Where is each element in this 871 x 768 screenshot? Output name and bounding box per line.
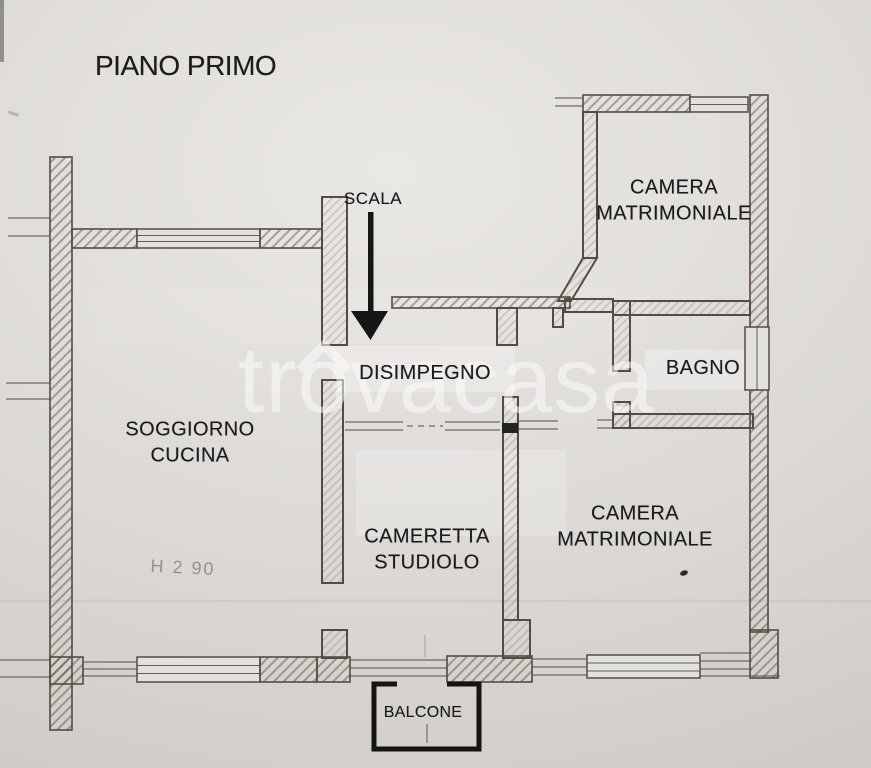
window-camera-bottom [586, 654, 701, 679]
room-label-line: CAMERA [630, 176, 718, 199]
threshold-disimpegno-a [345, 421, 403, 431]
wall-stub-disimpegno-a [496, 307, 518, 346]
room-label-scala: SCALA [343, 189, 403, 209]
wall-stub-left-upper [8, 217, 50, 237]
room-label-line: MATRIMONIALE [557, 528, 713, 550]
wall-pillar-cameretta [502, 619, 531, 659]
walls-exterior [0, 156, 323, 731]
scan-light-patch [356, 450, 566, 536]
room-label-soggiorno-cucina: SOGGIORNO CUCINA [125, 417, 254, 468]
threshold-disimpegno-c [519, 420, 558, 430]
wall-bottom-mid-left [259, 656, 318, 683]
watermark-o-glyph: o [297, 327, 351, 432]
wall-stub-camera-top-left [555, 97, 583, 107]
threshold-bottom-mid [532, 658, 587, 676]
wall-stub-left-bottom [0, 659, 50, 678]
room-label-camera-matrimoniale-top: CAMERA MATRIMONIALE [596, 175, 752, 226]
room-label-bagno: BAGNO [665, 357, 741, 380]
wall-bagno-bottom [612, 413, 754, 429]
wall-bottom-junction-right [749, 629, 779, 679]
wall-bagno-top [612, 300, 751, 316]
room-label-camera-matrimoniale-bottom: CAMERA MATRIMONIALE [557, 501, 713, 552]
threshold-balcony-door [350, 659, 447, 677]
balcony-outline [371, 681, 482, 752]
paper-edge-mark [0, 0, 4, 62]
wall-bagno-left-upper [612, 300, 631, 372]
wall-camera-top-left [582, 111, 598, 259]
arrow-head [351, 311, 388, 340]
stairs-direction-arrow-icon [351, 212, 388, 340]
window-soggiorno-top-mullions [137, 235, 260, 242]
wall-stairwell-left [321, 196, 348, 346]
window-soggiorno-bottom-mullions [137, 665, 260, 674]
room-label-balcone: BALCONE [383, 703, 463, 721]
ceiling-height-note: H 2 90 [150, 555, 217, 580]
wall-pillar-bottom-left [321, 629, 348, 659]
door-marker-square [502, 423, 518, 433]
walls-hall-bagno [391, 296, 754, 429]
walls-partitions [321, 196, 531, 659]
room-label-line: SOGGIORNO [125, 418, 255, 441]
wall-bottom-pillar-base [316, 656, 351, 683]
thresholds-disimpegno [345, 419, 613, 433]
room-label-disimpegno: DISIMPEGNO [359, 362, 491, 385]
room-label-line: MATRIMONIALE [596, 202, 752, 224]
room-label-cameretta-studiolo: CAMERETTA STUDIOLO [364, 524, 489, 575]
walls-bottom [49, 629, 780, 685]
window-soggiorno-top [136, 228, 261, 249]
room-label-line: CUCINA [150, 444, 230, 466]
watermark-text-rest: vacasa [350, 327, 655, 432]
window-soggiorno-bottom [136, 656, 261, 683]
wall-bottom-mid-right [446, 655, 533, 683]
paper-speck [7, 110, 20, 117]
watermark-letter-o: o [296, 333, 352, 427]
room-label-line: STUDIOLO [374, 551, 480, 573]
wall-stub-left-lower [6, 382, 50, 400]
page-title: PIANO PRIMO [95, 50, 277, 81]
threshold-disimpegno-d [597, 419, 613, 429]
window-camera-bottom-mullions [587, 662, 700, 672]
threshold-disimpegno-b [445, 421, 500, 431]
wall-disimpegno-left [321, 379, 344, 584]
scan-light-patch [645, 350, 763, 390]
room-label-line: CAMERA [591, 502, 679, 525]
wall-stub-disimpegno-b [552, 307, 564, 328]
wall-soggiorno-top-right [259, 228, 323, 249]
wall-bottom-junction-left [49, 656, 84, 685]
wall-left-exterior [49, 156, 73, 731]
arrow-shaft [368, 212, 374, 313]
ink-mark [680, 570, 688, 576]
watermark-text-pre: tr [238, 327, 298, 432]
threshold-bottom-right [700, 652, 780, 677]
scan-light-patch [333, 346, 515, 392]
wall-disimpegno-top [391, 296, 571, 309]
wall-hall-to-bagno [564, 298, 614, 313]
threshold-bottom-left [83, 661, 137, 677]
room-label-line: CAMERETTA [364, 525, 490, 548]
balcony [371, 681, 482, 752]
wall-camera-top [582, 94, 691, 113]
wall-soggiorno-top-left [71, 228, 138, 249]
